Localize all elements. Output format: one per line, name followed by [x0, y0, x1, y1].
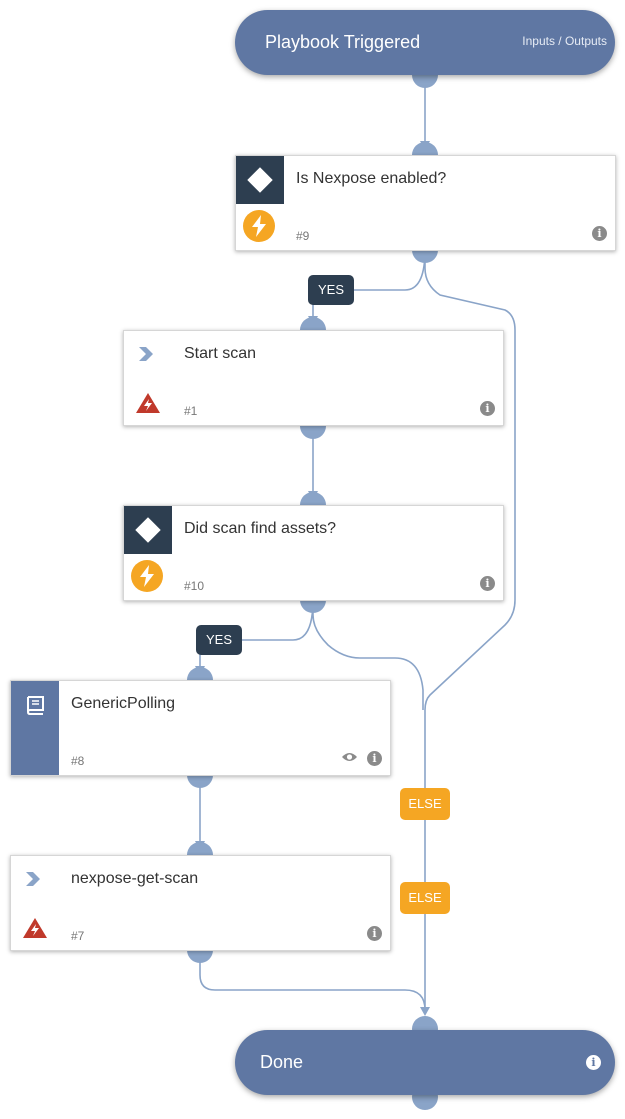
info-icon[interactable]: i [480, 576, 495, 591]
chevron-icon [139, 347, 153, 361]
start-node[interactable]: Playbook Triggered Inputs / Outputs [235, 10, 615, 75]
task-node-nexpose-enabled[interactable]: Is Nexpose enabled? #9 i [235, 155, 616, 251]
task-id: #9 [296, 229, 310, 243]
end-title: Done [260, 1052, 304, 1072]
arrow-head [420, 1007, 430, 1016]
task-title: Did scan find assets? [184, 520, 337, 537]
task-id: #10 [184, 579, 205, 593]
task-title: Start scan [184, 345, 257, 362]
diamond-icon [135, 517, 161, 543]
inputs-outputs-link[interactable]: Inputs / Outputs [522, 34, 607, 48]
edge-nexpose-get-scan-to-done [199, 950, 426, 1011]
start-title: Playbook Triggered [265, 32, 421, 52]
warning-triangle-icon [23, 918, 47, 938]
info-icon[interactable]: i [367, 751, 382, 766]
lightning-icon [131, 560, 163, 592]
info-icon[interactable]: i [367, 926, 382, 941]
task-node-start-scan[interactable]: Start scan #1 i [123, 330, 504, 426]
task-node-generic-polling[interactable]: GenericPolling #8 i [10, 680, 391, 776]
chevron-icon [26, 872, 40, 886]
branch-label-else[interactable]: ELSE [400, 882, 450, 914]
book-icon [26, 696, 44, 715]
branch-label-yes[interactable]: YES [196, 625, 242, 655]
subplaybook-strip [11, 681, 59, 775]
task-title: GenericPolling [71, 695, 176, 712]
decision-icon-box [124, 506, 172, 554]
branch-label-yes[interactable]: YES [308, 275, 354, 305]
branch-label-else[interactable]: ELSE [400, 788, 450, 820]
lightning-icon [243, 210, 275, 242]
eye-icon[interactable] [341, 751, 358, 763]
task-title: nexpose-get-scan [71, 870, 199, 887]
task-id: #8 [71, 754, 85, 768]
end-node[interactable]: Done i [235, 1030, 615, 1095]
info-icon[interactable]: i [480, 401, 495, 416]
task-id: #1 [184, 404, 198, 418]
edge-nexpose-enabled-else-to-done [424, 250, 516, 1010]
task-node-did-scan-find-assets[interactable]: Did scan find assets? #10 i [123, 505, 504, 601]
warning-triangle-icon [136, 393, 160, 413]
task-id: #7 [71, 929, 85, 943]
info-icon[interactable]: i [592, 226, 607, 241]
decision-icon-box [236, 156, 284, 204]
diamond-icon [247, 167, 273, 193]
task-node-nexpose-get-scan[interactable]: nexpose-get-scan #7 i [10, 855, 391, 951]
edge-did-scan-else-to-done [312, 600, 424, 710]
info-icon[interactable]: i [586, 1055, 601, 1070]
task-title: Is Nexpose enabled? [296, 170, 447, 187]
